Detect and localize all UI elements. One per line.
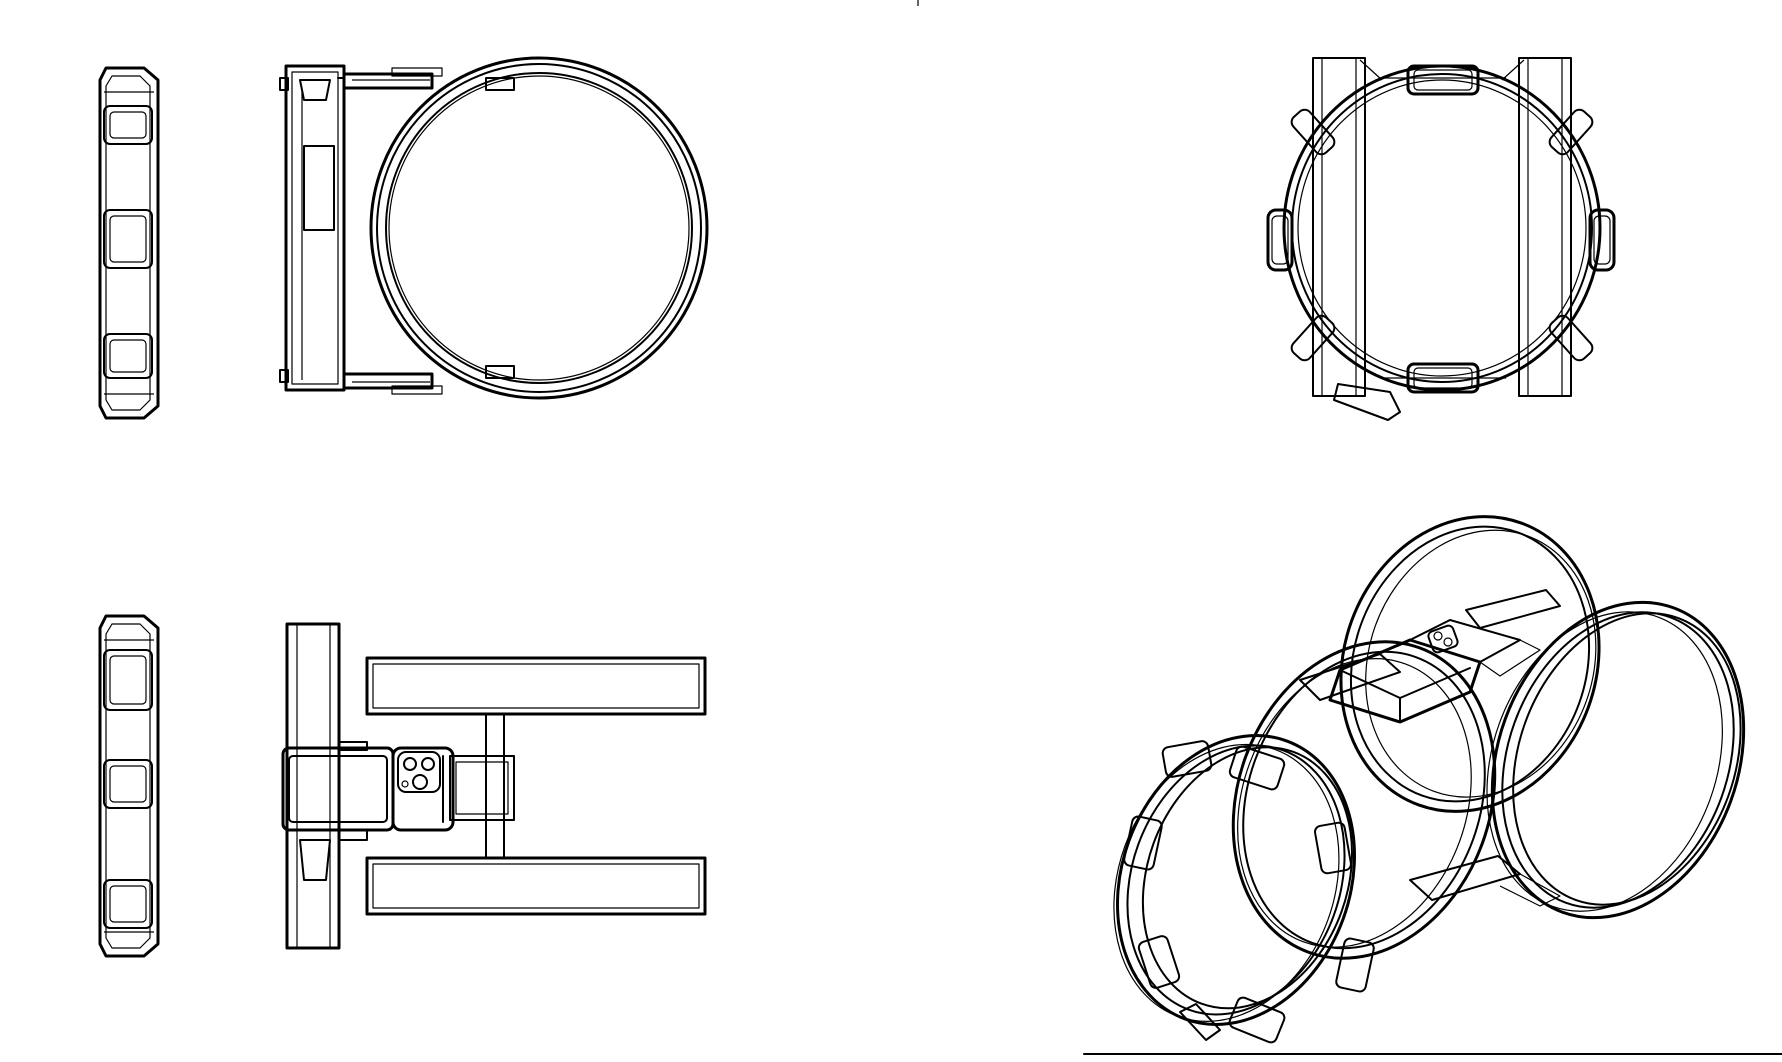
iso-top-ring: [1339, 515, 1601, 813]
isometric-view: [1083, 515, 1782, 1055]
side-view-top: [98, 66, 160, 420]
side-view-bottom: [98, 614, 160, 958]
iso-middle-ring: [1231, 640, 1497, 960]
iso-front-ring-lugs: [1123, 740, 1375, 1044]
plan-view-top-right: [1266, 57, 1616, 421]
iso-rear-ring: [1486, 600, 1746, 920]
lug-boxes: [103, 105, 153, 379]
front-view-top: [279, 56, 709, 400]
iso-watch-body: [1328, 619, 1541, 724]
lug-boxes-bottom: [103, 649, 153, 929]
top-view-bottom: [281, 622, 707, 950]
